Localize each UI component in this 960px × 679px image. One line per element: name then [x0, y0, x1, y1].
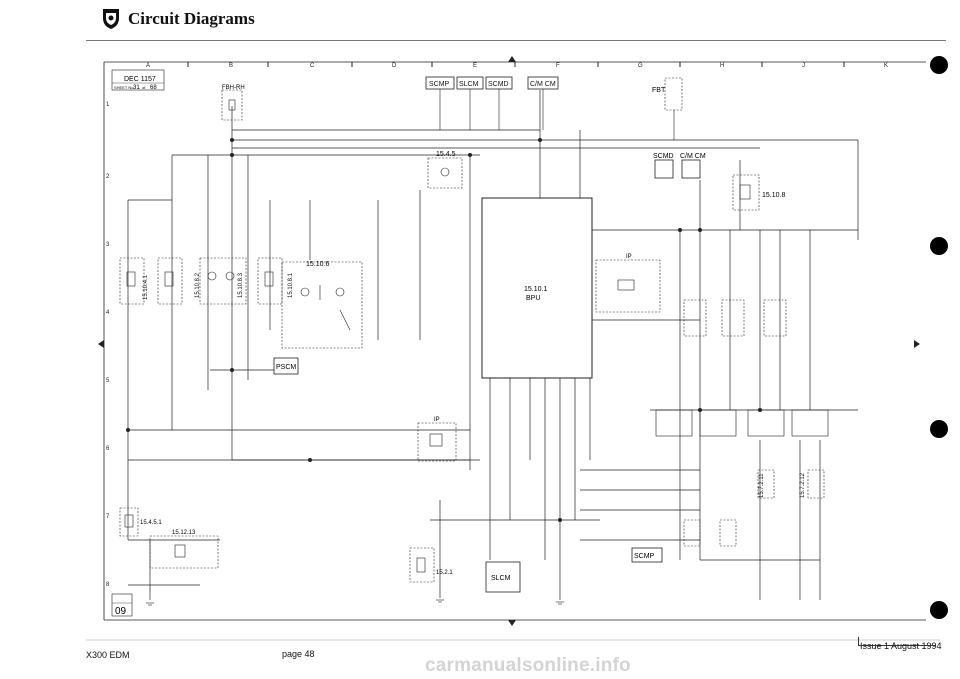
- block-15-2-1: 15.2.1: [409, 547, 453, 583]
- row-label: 3: [106, 242, 110, 248]
- right-relay-blocks: [655, 299, 829, 547]
- scmp-label: SCMP: [429, 81, 450, 88]
- ref-15-10-1: 15.10.1: [524, 286, 547, 293]
- top-connector-labels: SCMP SLCM SCMD C/M CM: [429, 81, 556, 88]
- ref-15-4-5: 15.4.5: [436, 151, 456, 158]
- block-15-10-6: 15.10.6: [281, 261, 363, 349]
- watermark: carmanualsonline.info: [425, 655, 631, 676]
- row-label: 7: [106, 514, 110, 520]
- row-label: 4: [106, 310, 110, 316]
- row-label: 8: [106, 582, 110, 588]
- ref-15-7-2-11: 15.7.2.11: [759, 473, 765, 498]
- ground-symbols: [146, 599, 564, 606]
- header-rule: [86, 40, 946, 41]
- col-label: K: [884, 63, 888, 69]
- ref-15-10-8: 15.10.8: [762, 192, 785, 199]
- svg-text:of: of: [142, 85, 146, 90]
- issue-bracket: [858, 637, 935, 646]
- wires: [127, 90, 859, 600]
- ref-15-4-5-1: 15.4.5.1: [140, 520, 162, 526]
- fbh-rh-block: FBH-RH: [221, 85, 245, 121]
- ref-15-7-2-12: 15.7.2.12: [800, 472, 806, 498]
- block-15-4-5-1: 15.4.5.1: [119, 507, 162, 537]
- punch-hole-3: [930, 420, 948, 438]
- row-labels: 1 2 3 4 5 6 7 8: [106, 102, 110, 588]
- circuit-code-box: 09: [111, 593, 133, 617]
- scmd-right-label: SCMD: [653, 153, 674, 160]
- col-label: F: [556, 63, 560, 69]
- row-label: 6: [106, 446, 110, 452]
- bpu-label: BPU: [526, 295, 540, 302]
- col-label: E: [473, 63, 477, 69]
- ip-right-block: IP: [595, 254, 661, 313]
- page-header: Circuit Diagrams: [0, 0, 960, 40]
- footer-model: X300 EDM: [86, 650, 130, 660]
- ref-15-10-8-1: 15.10.8.1: [288, 272, 294, 298]
- block-15-12-13: 15.12.13: [149, 530, 219, 569]
- ip-right-label: IP: [626, 254, 632, 260]
- cm-cm-label: C/M CM: [530, 81, 556, 88]
- top-connectors: [425, 76, 559, 90]
- jaguar-crest-icon: [103, 9, 119, 29]
- col-label: G: [638, 63, 643, 69]
- pscm-block: PSCM: [273, 357, 299, 375]
- punch-hole-2: [930, 237, 948, 255]
- bpu-block: 15.10.1 BPU: [481, 197, 593, 379]
- ip-mid-block: IP: [417, 417, 457, 462]
- splice-points: [126, 138, 762, 522]
- slcm-label: SLCM: [459, 81, 479, 88]
- svg-text:SHEET No: SHEET No: [114, 85, 134, 90]
- circuit-code: 09: [115, 606, 127, 617]
- ref-15-12-13: 15.12.13: [172, 530, 196, 536]
- scmp-lower-label: SCMP: [634, 553, 655, 560]
- slcm-lower-label: SLCM: [491, 575, 511, 582]
- ref-15-10-8-2: 15.10.8.2: [195, 272, 201, 298]
- ref-15-2-1: 15.2.1: [436, 570, 453, 576]
- top-drops: [439, 89, 544, 130]
- footer-page: page 48: [282, 649, 315, 659]
- ref-15-10-4-1: 15.10.4.1: [143, 274, 149, 300]
- fbt-label: FBT: [652, 87, 666, 94]
- col-label: A: [146, 63, 150, 69]
- fbt-block: FBT: [652, 77, 683, 140]
- row-label: 5: [106, 378, 110, 384]
- col-label: B: [229, 63, 233, 69]
- col-label: D: [392, 63, 397, 69]
- sheet-of: 68: [150, 85, 157, 91]
- col-label: C: [310, 63, 315, 69]
- row-label: 2: [106, 174, 110, 180]
- col-label: H: [720, 63, 724, 69]
- fbh-rh-label: FBH-RH: [222, 85, 245, 91]
- page-title: Circuit Diagrams: [128, 9, 255, 28]
- punch-hole-1: [930, 56, 948, 74]
- ref-15-10-8-3: 15.10.8.3: [238, 272, 244, 298]
- ip-mid-label: IP: [434, 417, 440, 423]
- scmp-lower-block: SCMP: [631, 547, 663, 563]
- row-label: 1: [106, 102, 110, 108]
- punch-hole-4: [930, 601, 948, 619]
- block-15-10-8: 15.10.8: [732, 174, 785, 211]
- sheet-info-box: DEC 1157 SHEET No 31 of 68: [111, 69, 165, 91]
- ref-15-10-6: 15.10.6: [306, 261, 329, 268]
- rotated-refs: 15.10.4.1 15.10.8.2 15.10.8.3 15.10.8.1 …: [143, 272, 806, 498]
- sheet-number: 31: [133, 85, 140, 91]
- column-ticks: [187, 62, 845, 67]
- slcm-lower-block: SLCM: [485, 561, 521, 593]
- block-15-4-5: 15.4.5: [427, 151, 463, 189]
- cm-cm-right-label: C/M CM: [680, 153, 706, 160]
- right-top-connectors: SCMD C/M CM: [653, 153, 706, 179]
- pscm-label: PSCM: [276, 364, 296, 371]
- column-labels: A B C D E F G H J K: [146, 63, 888, 69]
- col-label: J: [802, 63, 805, 69]
- left-relay-blocks: [119, 257, 283, 305]
- footer-issue: Issue 1 August 1994: [860, 641, 942, 651]
- scmd-label: SCMD: [488, 81, 509, 88]
- sheet-date: DEC 1157: [124, 76, 156, 83]
